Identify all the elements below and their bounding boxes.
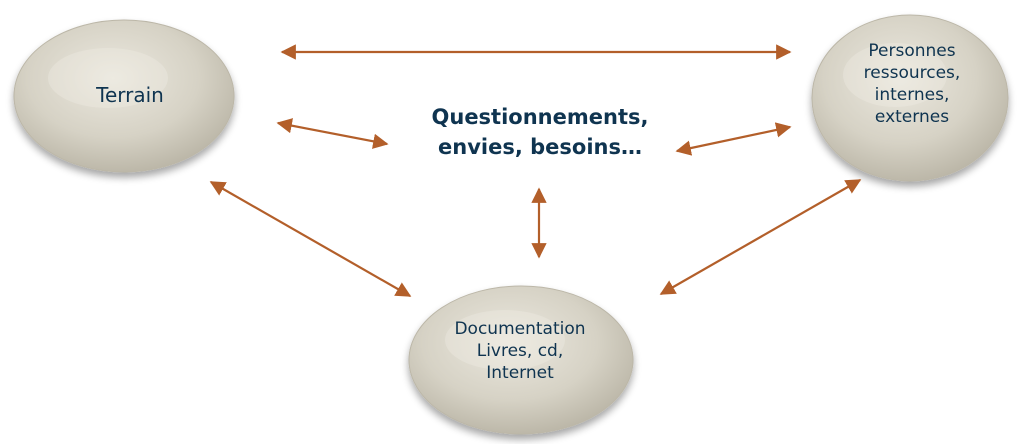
documentation-label: Documentation Livres, cd, Internet (454, 319, 586, 383)
stone-personnes (811, 14, 1009, 182)
arrow-personnes-documentation (659, 179, 862, 295)
terrain-label: Terrain (96, 83, 164, 107)
arrow-terrain-documentation (209, 181, 412, 297)
personnes-ressources-label: Personnes ressources, internes, externes (863, 41, 961, 127)
central-question-label: Questionnements, envies, besoins… (431, 105, 649, 159)
arrow-terrain-center (276, 118, 389, 149)
arrow-center-personnes (675, 122, 792, 156)
stone-documentation (408, 285, 634, 435)
stone-terrain (13, 19, 235, 173)
